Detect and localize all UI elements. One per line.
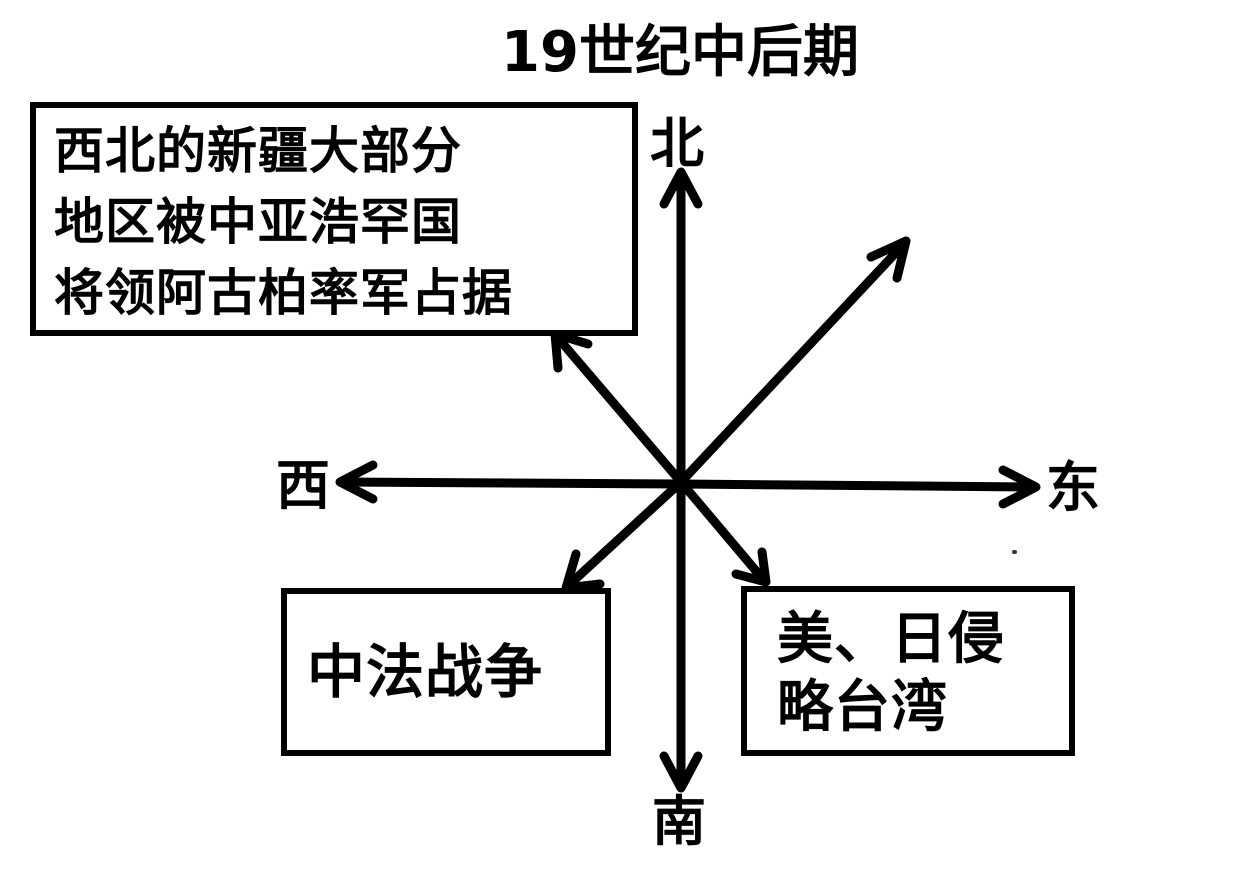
southeast-event-box: 美、日侵 略台湾 xyxy=(741,586,1075,756)
southwest-line: 中法战争 xyxy=(307,638,544,706)
stray-mark xyxy=(1012,550,1017,554)
arrow-southeast xyxy=(676,477,771,587)
direction-south-label: 南 xyxy=(652,790,706,853)
southeast-line: 美、日侵 xyxy=(777,607,1005,672)
northwest-line: 西北的新疆大部分 xyxy=(54,122,462,180)
arrow-west xyxy=(335,460,686,504)
arrow-south xyxy=(659,475,703,793)
arrow-east xyxy=(676,465,1041,509)
direction-north-label: 北 xyxy=(650,112,704,175)
diagram-title: 19世纪中后期 xyxy=(501,20,859,85)
northwest-line: 将领阿古柏率军占据 xyxy=(54,264,513,322)
northwest-line: 地区被中亚浩罕国 xyxy=(54,193,462,251)
direction-east-label: 东 xyxy=(1046,456,1100,519)
arrow-southwest xyxy=(561,477,686,593)
southeast-line: 略台湾 xyxy=(777,675,948,740)
northwest-event-box: 西北的新疆大部分 地区被中亚浩罕国 将领阿古柏率军占据 xyxy=(30,102,638,336)
arrow-northwest xyxy=(550,329,686,487)
arrow-north xyxy=(659,167,703,485)
southwest-event-box: 中法战争 xyxy=(281,588,611,756)
direction-west-label: 西 xyxy=(276,454,330,517)
arrow-northeast xyxy=(676,236,911,487)
